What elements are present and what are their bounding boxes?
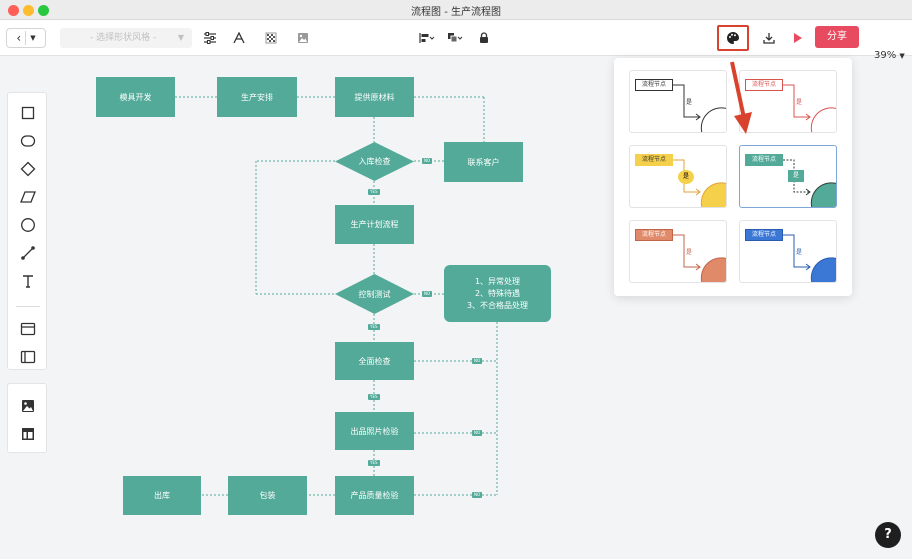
flow-diamond-control-test[interactable] [335, 274, 414, 314]
close-window-button[interactable] [8, 5, 19, 16]
zoom-level: 39% [874, 50, 897, 61]
canvas[interactable]: 模具开发 生产安排 提供原材料 入库检查 联系客户 生产计划流程 控制测试 1、… [0, 57, 912, 559]
theme-node-label: 流程节点 [635, 154, 673, 166]
yes-tag: YES [368, 189, 380, 195]
theme-yes-label: 是 [788, 170, 804, 182]
palette-highlight-frame [717, 25, 749, 51]
rectangle-icon[interactable] [8, 101, 48, 125]
rounded-rect-icon[interactable] [8, 129, 48, 153]
diamond-label-incoming-check: 入库检查 [358, 157, 391, 166]
no-tag: NO [422, 158, 433, 164]
theme-preview-lines [673, 159, 726, 207]
flow-node-supply-material[interactable]: 提供原材料 [335, 77, 414, 117]
yes-tag: YES [368, 324, 380, 330]
flow-node-prod-plan[interactable]: 生产计划流程 [335, 205, 414, 244]
yes-tag: YES [368, 460, 380, 466]
no-tag: NO [472, 492, 483, 498]
flow-node-photo-check[interactable]: 出品照片检验 [335, 412, 414, 450]
theme-preview-lines [673, 234, 726, 282]
swimlane-icon[interactable] [8, 345, 48, 369]
container-icon[interactable] [8, 317, 48, 341]
diamond-icon[interactable] [8, 157, 48, 181]
font-icon[interactable] [230, 28, 248, 48]
theme-node-label: 流程节点 [745, 229, 783, 241]
theme-popup: 流程节点是流程节点是流程节点是流程节点是流程节点是流程节点是 [614, 58, 852, 296]
circle-icon[interactable] [8, 213, 48, 237]
template-icon[interactable] [8, 422, 48, 446]
yes-tag: YES [368, 394, 380, 400]
back-icon[interactable]: ‹ [16, 31, 22, 45]
flow-node-mold-dev[interactable]: 模具开发 [96, 77, 175, 117]
flow-node-prod-arrange[interactable]: 生产安排 [217, 77, 297, 117]
theme-orange-card[interactable]: 流程节点是 [629, 220, 727, 283]
flow-node-outbound[interactable]: 出库 [123, 476, 201, 515]
diamond-label-control-test: 控制测试 [358, 289, 391, 299]
window-title: 流程图 - 生产流程图 [411, 7, 501, 18]
flow-node-full-check[interactable]: 全面检查 [335, 342, 414, 380]
theme-node-label: 流程节点 [745, 154, 783, 166]
annotation-arrow [730, 61, 752, 134]
flow-diamond-incoming-check[interactable] [335, 142, 414, 181]
image-icon[interactable] [294, 28, 312, 48]
align-icon[interactable] [418, 28, 436, 48]
image-insert-icon[interactable] [8, 394, 48, 418]
theme-preview-lines [783, 159, 836, 207]
navigation-group: ‹ ▼ [6, 28, 46, 48]
no-tag: NO [422, 291, 433, 297]
theme-blue-card[interactable]: 流程节点是 [739, 220, 837, 283]
flow-node-exceptions[interactable]: 1、异常处理 2、特殊待遇 3、不合格品处理 [444, 265, 551, 322]
arrange-icon[interactable] [446, 28, 464, 48]
theme-preview-lines [783, 84, 836, 132]
palette-icon[interactable] [724, 28, 742, 48]
chevron-down-icon: ▼ [177, 33, 184, 42]
no-tag: NO [472, 358, 483, 364]
theme-green-card[interactable]: 流程节点是 [739, 145, 837, 208]
theme-red-outline-card[interactable]: 流程节点是 [739, 70, 837, 133]
line-style-icon[interactable] [262, 28, 280, 48]
text-tool-icon[interactable] [8, 269, 48, 293]
insert-tools-panel [7, 383, 47, 453]
theme-yes-label: 是 [686, 249, 693, 256]
help-button[interactable]: ? [875, 522, 901, 548]
chevron-down-icon: ▼ [899, 52, 905, 60]
toolbar: ‹ ▼ - 选择形状风格 - ▼ 39% ▼ [0, 20, 912, 61]
theme-node-label: 流程节点 [635, 229, 673, 241]
theme-yes-label: 是 [678, 170, 694, 184]
theme-yes-label: 是 [796, 99, 803, 106]
theme-yes-label: 是 [686, 99, 693, 106]
play-icon[interactable] [789, 28, 807, 48]
share-button[interactable]: 分享 [815, 26, 859, 48]
zoom-window-button[interactable] [38, 5, 49, 16]
shape-style-placeholder: - 选择形状风格 - [90, 33, 157, 43]
sliders-icon[interactable] [201, 28, 219, 48]
lock-icon[interactable] [477, 28, 491, 48]
flow-node-quality-check[interactable]: 产品质量检验 [335, 476, 414, 515]
theme-preview-lines [783, 234, 836, 282]
theme-node-label: 流程节点 [635, 79, 673, 91]
theme-node-label: 流程节点 [745, 79, 783, 91]
shape-tools-panel [7, 92, 47, 370]
flow-node-contact-customer[interactable]: 联系客户 [444, 142, 523, 182]
minimize-window-button[interactable] [23, 5, 34, 16]
no-tag: NO [472, 430, 483, 436]
parallelogram-icon[interactable] [8, 185, 48, 209]
chevron-down-icon[interactable]: ▼ [30, 34, 36, 42]
shape-style-select[interactable]: - 选择形状风格 - ▼ [60, 28, 192, 48]
download-icon[interactable] [760, 28, 778, 48]
theme-preview-lines [673, 84, 726, 132]
theme-yellow-card[interactable]: 流程节点是 [629, 145, 727, 208]
title-bar: 流程图 - 生产流程图 [0, 0, 912, 20]
flow-node-packing[interactable]: 包装 [228, 476, 307, 515]
connector-line-icon[interactable] [8, 241, 48, 265]
theme-yes-label: 是 [796, 249, 803, 256]
zoom-select[interactable]: 39% ▼ [874, 50, 905, 61]
theme-outline-card[interactable]: 流程节点是 [629, 70, 727, 133]
